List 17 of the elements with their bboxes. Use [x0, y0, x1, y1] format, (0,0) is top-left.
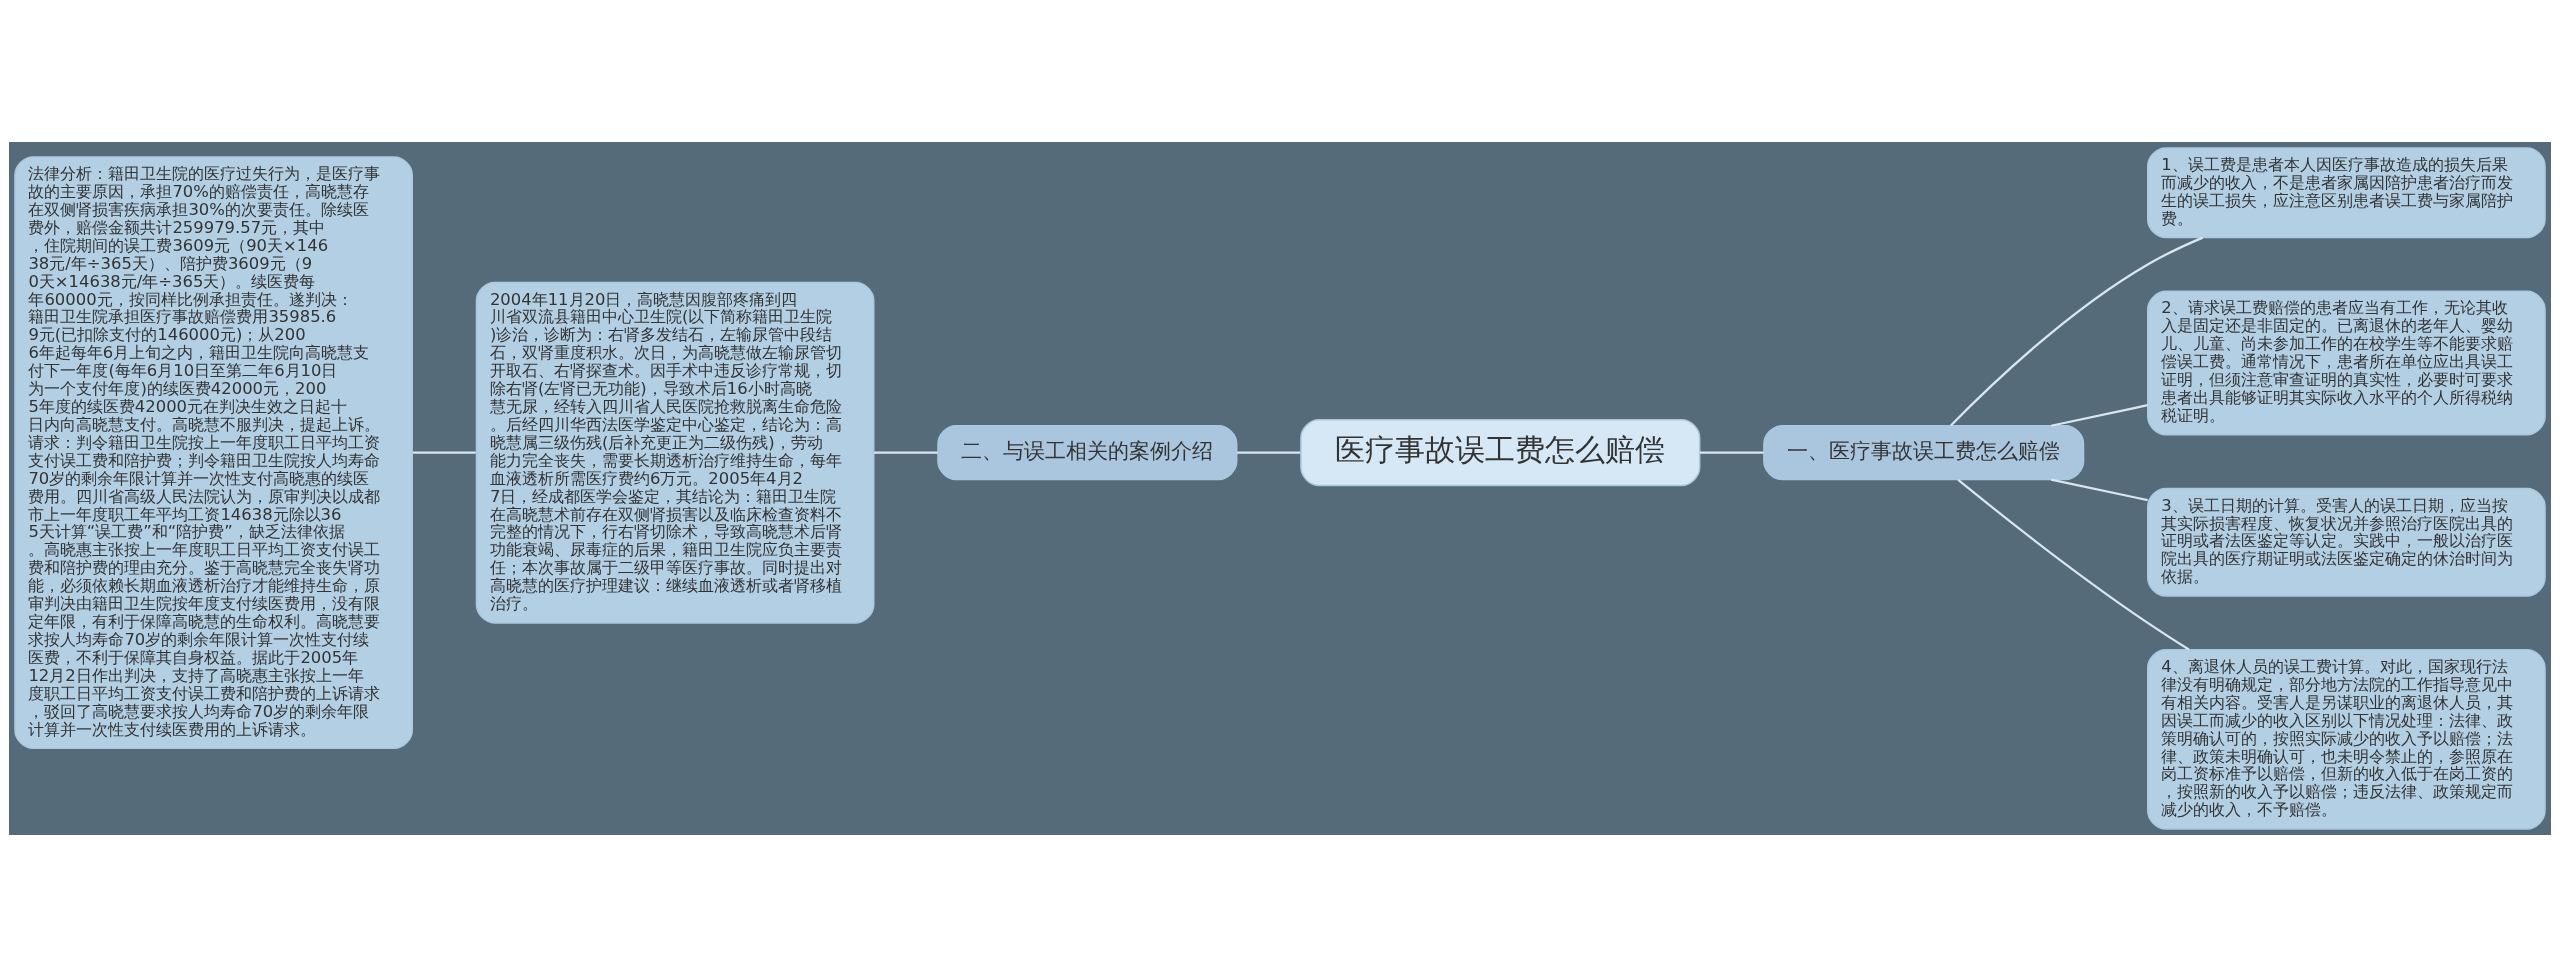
connector — [1236, 451, 1301, 454]
connector — [1950, 236, 2204, 427]
connector — [874, 451, 938, 454]
node-box: 4、离退休人员的误工费计算。对此，国家现行法律没有明确规定，部分地方法院的工作指导意见中有相关内容。受害人是另谋职业的离退休人员，其因误工而减少的收入区别以下情况处理：法律、政策明确认可的，按照实际减少的收入予以赔偿；法律、政策未明确认可，也未明令禁止的，参照原在岗工资标准予以赔偿，但新的收入低于在岗工资的，按照新的收入予以赔偿；违反法律、政策规定而减少的收入，不予赔偿。 — [2147, 649, 2546, 830]
node-box: 2004年11月20日，高晓慧因腹部疼痛到四川省双流县籍田中心卫生院(以下简称籍田卫生院)诊治，诊断为：右肾多发结石，左输尿管中段结石，双肾重度积水。次日，为高晓慧做左输尿管切开取石、右肾探查术。因手术中违反诊疗常规，切除右肾(左肾已无功能)，导致术后16小时高晓慧无尿，经转入四川省人民医院抢救脱离生命危险。后经四川华西法医学鉴定中心鉴定，结论为：高晓慧属三级伤残(后补充更正为二级伤残)，劳动能力完全丧失，需要长期透析治疗维持生命，每年血液透析所需医疗费约6万元。2005年4月27日，经成都医学会鉴定，其结论为：籍田卫生院在高晓慧术前存在双侧肾损害以及临床检查资料不完整的情况下，行右肾切除术，导致高晓慧术后肾功能衰竭、尿毒症的后果，籍田卫生院应负主要责任；本次事故属于二级甲等医疗事故。同时提出对高晓慧的医疗护理建议：继续血液透析或者肾移植治疗。 — [475, 281, 875, 624]
connector — [2050, 404, 2148, 427]
connector — [412, 451, 476, 454]
node-box: 医疗事故误工费怎么赔偿 — [1300, 419, 1701, 487]
node-box: 3、误工日期的计算。受害人的误工日期，应当按其实际损害程度、恢复状况并参照治疗医院出具的证明或者法医鉴定等认定。实践中，一般以治疗医院出具的医疗期证明或法医鉴定确定的休治时间为依据。 — [2147, 487, 2546, 597]
connector — [2050, 478, 2148, 502]
node-box: 法律分析：籍田卫生院的医疗过失行为，是医疗事故的主要原因，承担70%的赔偿责任，高晓慧存在双侧肾损害疾病承担30%的次要责任。除续医费外，赔偿金额共计259979.57元，其中，住院期间的误工费3609元（90天×14638元/年÷365天）、陪护费3609元（90天×14638元/年÷365天）。续医费每年60000元，按同样比例承担责任。遂判决：籍田卫生院承担医疗事故赔偿费用35985.69元(已扣除支付的146000元)；从2006年起每年6月上旬之内，籍田卫生院向高晓慧支付下一年度(每年6月10日至第二年6月10日为一个支付年度)的续医费42000元，2005年度的续医费42000元在判决生效之日起十日内向高晓慧支付。高晓慧不服判决，提起上诉。请求：判令籍田卫生院按上一年度职工日平均工资支付误工费和陪护费；判令籍田卫生院按人均寿命70岁的剩余年限计算并一次性支付高晓惠的续医费用。四川省高级人民法院认为，原审判决以成都市上一年度职工年平均工资14638元除以365天计算“误工费”和“陪护费”，缺乏法律依据。高晓惠主张按上一年度职工日平均工资支付误工费和陪护费的理由充分。鉴于高晓慧完全丧失肾功能，必须依赖长期血液透析治疗才能维持生命，原审判决由籍田卫生院按年度支付续医费用，没有限定年限，有利于保障高晓慧的生命权利。高晓慧要求按人均寿命70岁的剩余年限计算一次性支付续医费，不利于保障其自身权益。据此于2005年12月2日作出判决，支持了高晓惠主张按上一年度职工日平均工资支付误工费和陪护费的上诉请求，驳回了高晓慧要求按人均寿命70岁的剩余年限计算并一次性支付续医费用的上诉请求。 — [14, 156, 413, 750]
connector — [1699, 451, 1764, 454]
node-box: 二、与误工相关的案例介绍 — [937, 425, 1238, 481]
node-box: 1、误工费是患者本人因医疗事故造成的损失后果而减少的收入，不是患者家属因陪护患者治疗而发生的误工损失，应注意区别患者误工费与家属陪护费。 — [2147, 147, 2546, 239]
node-box: 一、医疗事故误工费怎么赔偿 — [1763, 425, 2085, 481]
connector — [1957, 479, 2190, 651]
node-box: 2、请求误工费赔偿的患者应当有工作，无论其收入是固定还是非固定的。已离退休的老年人、婴幼儿、儿童、尚未参加工作的在校学生等不能要求赔偿误工费。通常情况下，患者所在单位应出具误工证明，但须注意审查证明的真实性，必要时可要求患者出具能够证明其实际收入水平的个人所得税纳税证明。 — [2147, 290, 2546, 436]
